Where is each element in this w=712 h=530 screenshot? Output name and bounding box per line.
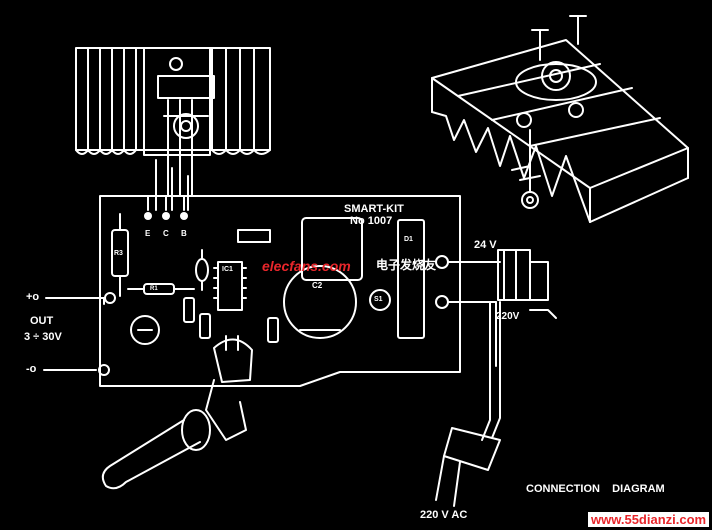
ic1-label: IC1 [222,266,233,273]
ecb-e-label: E [145,229,151,238]
pcb-ecb-label: E C B [244,236,261,242]
right-heatsink [431,39,689,223]
minus-terminal-label: -o [26,363,37,375]
resistor-r3 [111,213,129,297]
pcb-board [99,195,461,387]
d1-label: D1 [404,236,413,243]
mains-cable [435,301,501,507]
label-220v: 220V [496,311,520,322]
plus-terminal-label: +o [26,291,40,303]
ecb-b-label: B [181,229,187,238]
s1-label: S1 [374,296,383,303]
watermark-elecfans: elecfans.com [262,258,351,274]
kit-name: SMART-KIT [344,203,404,215]
capacitor-output [130,315,160,345]
label-24v: 24 V [474,239,497,251]
r1-label: R1 [150,286,158,292]
watermark-55dianzi: www.55dianzi.com [588,512,710,527]
diagram-title: CONNECTION DIAGRAM [526,483,665,495]
r3-label: R3 [114,250,123,257]
out-label: OUT [30,315,54,327]
capacitor-c2 [283,265,357,339]
pcb-wires [147,195,185,211]
voltage-range-label: 3 ÷ 30V [24,331,62,343]
left-heatsink [75,47,271,156]
c2-label: C2 [312,281,323,290]
output-terminals [43,292,116,376]
switch-s1 [369,289,391,311]
ic1-chip [213,261,247,311]
resistor-vertical [183,297,279,343]
potentiometer [101,335,253,490]
power-transistor-right [511,15,597,209]
capacitor-large [301,217,363,281]
capacitor-small [195,249,209,291]
ecb-c-label: C [163,229,169,238]
small-transistor [237,229,271,243]
resistor-r1 [127,283,195,295]
ac-terminals [435,255,501,309]
watermark-elecfans-cn: 电子发烧友 [376,258,437,272]
power-transistor-left [155,57,215,211]
kit-number: No 1007 [350,215,393,227]
transformer [495,249,557,367]
bridge-d1 [397,219,425,339]
label-220v-ac: 220 V AC [420,509,468,521]
